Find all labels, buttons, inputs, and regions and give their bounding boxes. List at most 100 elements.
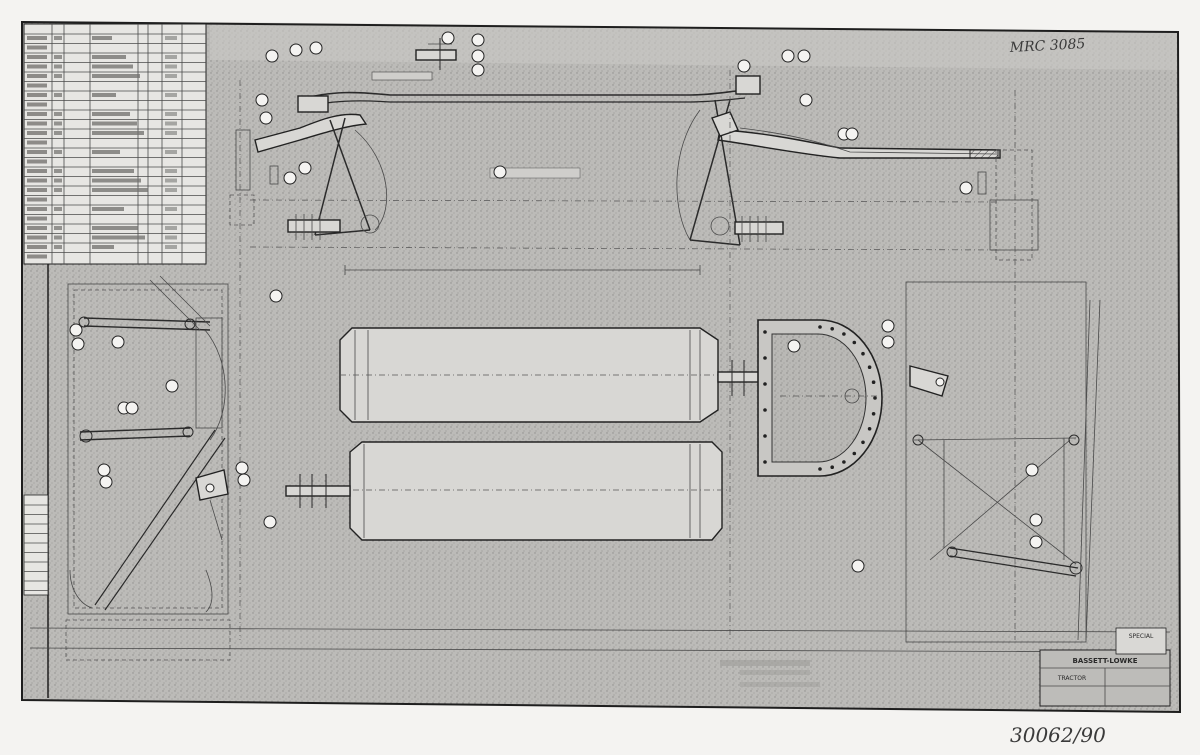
semicircular-strap <box>757 319 883 477</box>
company-label: BASSETT-LOWKE <box>1073 657 1138 665</box>
callout-balloon <box>737 59 751 73</box>
table-text-mark <box>165 178 177 183</box>
table-text-mark <box>27 254 47 259</box>
callout-balloon <box>797 49 811 63</box>
table-text-mark <box>27 150 47 154</box>
callout-balloon <box>1029 513 1043 527</box>
callout-balloon <box>787 339 801 353</box>
callout-balloon <box>471 49 485 63</box>
table-text-mark <box>27 216 47 221</box>
rivet-hole <box>871 380 876 385</box>
table-text-mark <box>165 121 177 126</box>
table-text-mark <box>165 55 177 59</box>
special-stamp: SPECIAL <box>1129 633 1154 640</box>
table-text-mark <box>27 207 47 211</box>
rivet-hole <box>763 356 767 360</box>
table-text-mark <box>92 112 130 116</box>
rivet-hole <box>763 408 767 412</box>
rivet-hole <box>763 330 767 334</box>
table-text-mark <box>54 121 62 126</box>
callout-balloons <box>69 31 1043 573</box>
rivet-hole <box>763 434 767 438</box>
table-text-mark <box>92 235 145 240</box>
rivet-hole <box>867 365 872 370</box>
table-text-mark <box>54 55 62 59</box>
table-text-mark <box>92 150 120 154</box>
table-text-mark <box>27 245 47 249</box>
table-text-mark <box>92 226 138 230</box>
rivet-hole <box>861 440 865 445</box>
table-text-mark <box>54 226 62 230</box>
callout-balloon <box>781 49 795 63</box>
table-text-mark <box>92 169 134 173</box>
table-text-mark <box>27 83 47 88</box>
callout-balloon <box>799 93 813 107</box>
callout-balloon <box>298 161 312 175</box>
table-text-mark <box>27 93 47 97</box>
table-text-mark <box>54 64 62 69</box>
callout-balloon <box>1025 463 1039 477</box>
callout-balloon <box>309 41 323 55</box>
table-text-mark <box>27 188 47 192</box>
table-text-mark <box>54 235 62 240</box>
table-text-mark <box>27 140 47 145</box>
table-text-mark <box>54 245 62 249</box>
rivet-hole <box>867 427 872 431</box>
table-text-mark <box>27 178 47 183</box>
table-text-mark <box>92 121 137 126</box>
callout-balloon <box>111 335 125 349</box>
right-side-view <box>905 90 1101 643</box>
callout-balloon <box>265 49 279 63</box>
callout-balloon <box>845 127 859 141</box>
table-text-mark <box>92 245 114 249</box>
callout-balloon <box>283 171 297 185</box>
table-text-mark <box>27 45 47 50</box>
table-text-mark <box>27 64 47 69</box>
table-text-mark <box>165 235 177 240</box>
callout-balloon <box>263 515 277 529</box>
table-text-mark <box>27 55 47 59</box>
table-text-mark <box>27 121 47 126</box>
rivet-hole <box>861 351 865 356</box>
table-text-mark <box>165 150 177 154</box>
table-text-mark <box>27 102 47 107</box>
callout-balloon <box>471 63 485 77</box>
callout-balloon <box>493 165 507 179</box>
table-text-mark <box>92 131 144 135</box>
rivet-hole <box>818 467 822 471</box>
table-text-mark <box>27 226 47 230</box>
rivet-hole <box>871 412 876 416</box>
table-text-mark <box>165 36 177 40</box>
callout-balloon <box>165 379 179 393</box>
drawing-title: TRACTOR <box>1057 675 1086 682</box>
table-text-mark <box>165 64 177 69</box>
lower-cylinder <box>285 441 730 541</box>
rivet-hole <box>763 460 767 464</box>
rivet-hole <box>830 327 834 331</box>
revision-table <box>23 494 49 596</box>
table-text-mark <box>54 74 62 78</box>
table-text-mark <box>54 93 62 97</box>
table-text-mark <box>27 112 47 116</box>
table-text-mark <box>165 188 177 192</box>
title-block: SPECIAL BASSETT-LOWKE TRACTOR <box>720 627 1171 707</box>
rivet-hole <box>830 465 834 470</box>
table-text-mark <box>27 74 47 78</box>
table-text-mark <box>92 188 148 192</box>
table-text-mark <box>92 207 124 211</box>
table-text-mark <box>92 36 112 40</box>
table-text-mark <box>92 178 141 183</box>
callout-balloon <box>125 401 139 415</box>
rivet-hole <box>873 396 877 400</box>
callout-balloon <box>255 93 269 107</box>
table-text-mark <box>27 169 47 173</box>
parts-list-table <box>23 23 207 265</box>
callout-balloon <box>289 43 303 57</box>
table-text-mark <box>27 36 47 40</box>
table-text-mark <box>27 159 47 164</box>
table-text-mark <box>165 207 177 211</box>
table-text-mark <box>54 178 62 183</box>
callout-balloon <box>471 33 485 47</box>
table-text-mark <box>27 197 47 202</box>
table-text-mark <box>54 36 62 40</box>
